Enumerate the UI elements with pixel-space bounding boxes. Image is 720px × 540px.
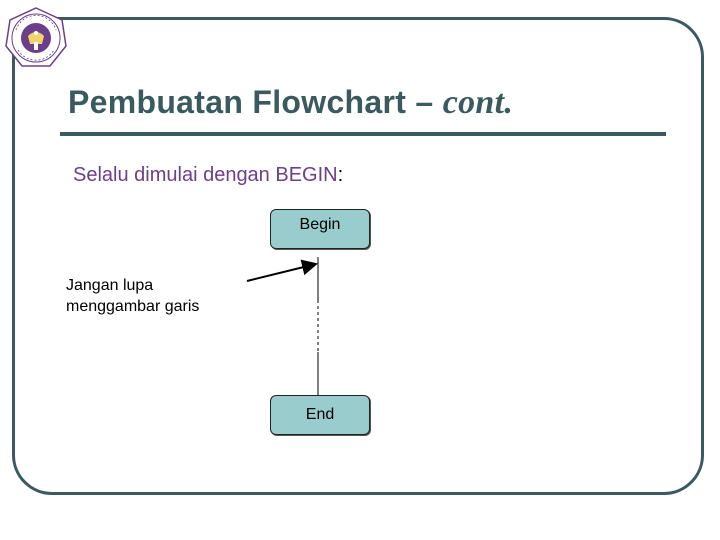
slide-subtitle: Selalu dimulai dengan BEGIN: bbox=[73, 164, 343, 187]
title-italic: cont. bbox=[442, 84, 514, 121]
slide-title: Pembuatan Flowchart – cont. bbox=[68, 84, 513, 122]
subtitle-text: Selalu dimulai dengan BEGIN bbox=[73, 164, 338, 186]
note-line-1: Jangan lupa bbox=[66, 277, 154, 294]
subtitle-colon: : bbox=[337, 164, 344, 186]
begin-terminal: Begin bbox=[270, 209, 370, 249]
note-line-2: menggambar garis bbox=[66, 298, 200, 315]
title-main: Pembuatan Flowchart – bbox=[68, 84, 443, 120]
title-underline bbox=[60, 132, 666, 136]
annotation-arrow bbox=[246, 259, 318, 282]
begin-label: Begin bbox=[299, 216, 341, 233]
end-label: End bbox=[305, 406, 335, 423]
university-seal-icon bbox=[5, 7, 67, 67]
end-terminal: End bbox=[270, 395, 370, 435]
annotation-note: Jangan lupa menggambar garis bbox=[66, 275, 199, 317]
